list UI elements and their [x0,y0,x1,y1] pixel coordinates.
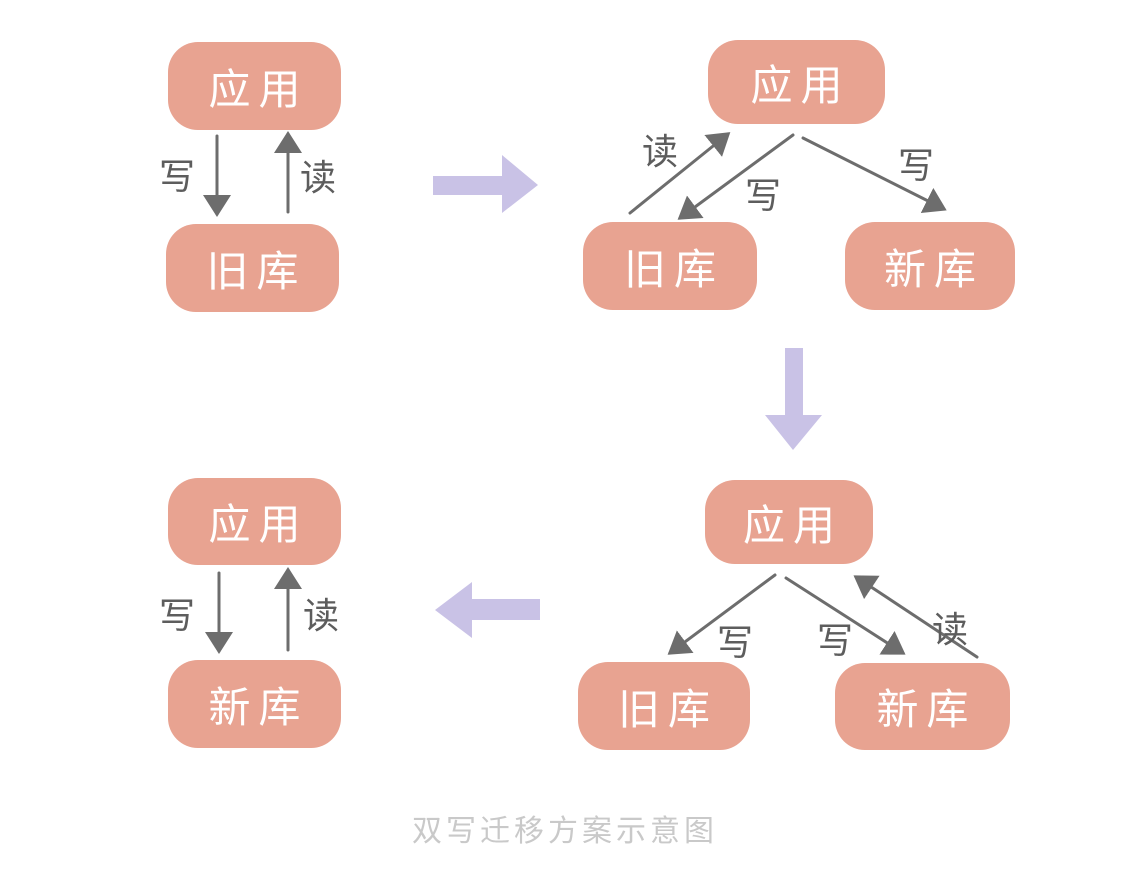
stage2-new-db-node: 新库 [845,222,1015,310]
stage1-read-label: 读 [299,158,337,199]
stage4-new-db-node: 新库 [168,660,341,748]
stage3-write-new-arrow [784,576,906,655]
stage2-write-new-label: 写 [897,146,935,187]
stage3-app-node: 应用 [705,480,873,564]
stage3-read-new-label: 读 [931,610,969,651]
stage4-read-label: 读 [302,596,340,637]
stage2-to-stage3-arrow [765,348,822,450]
stage4-app-node: 应用 [168,478,341,565]
stage1-to-stage2-arrow [433,155,538,213]
stage4-write-label: 写 [158,596,196,637]
stage2-write-old-arrow [677,133,795,220]
stage2-write-old-label: 写 [744,176,782,217]
stage2-read-old-label: 读 [641,132,679,173]
stage2-write-new-arrow [801,136,947,213]
stage3-new-db-node: 新库 [835,663,1010,750]
stage2-read-old-arrow [628,132,731,215]
stage3-write-old-label: 写 [716,623,754,664]
stage3-read-new-arrow [853,575,979,659]
stage1-app-node: 应用 [168,42,341,130]
stage2-app-node: 应用 [708,40,885,124]
stage1-write-label: 写 [158,157,196,198]
stage3-to-stage4-arrow [435,582,540,638]
stage3-write-new-label: 写 [816,621,854,662]
stage2-old-db-node: 旧库 [583,222,757,310]
stage1-old-db-node: 旧库 [166,224,339,312]
stage3-old-db-node: 旧库 [578,662,750,750]
stage3-write-old-arrow [667,573,777,655]
diagram-caption: 双写迁移方案示意图 [412,814,718,849]
